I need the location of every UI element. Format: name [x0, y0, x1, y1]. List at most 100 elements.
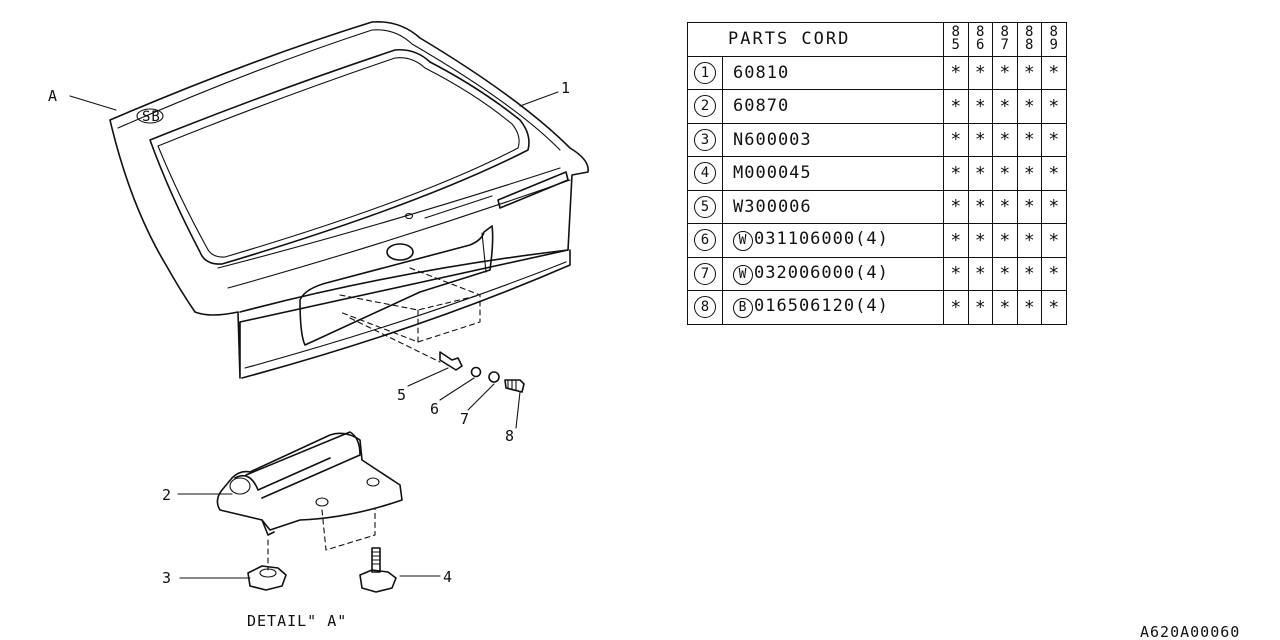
callout-6-label: 6 [430, 400, 440, 418]
part-code: 60870 [733, 96, 790, 117]
year-availability-mark: * [967, 290, 993, 325]
item-number: 6 [694, 229, 716, 252]
part-code-cell: N600003 [722, 122, 944, 157]
callout-4-label: 4 [443, 568, 453, 586]
year-availability-mark: * [943, 89, 969, 124]
year-availability-mark: * [1041, 156, 1067, 191]
fastener-stack [439, 351, 525, 393]
year-availability-mark: * [967, 122, 993, 157]
year-availability-mark: * [943, 256, 969, 291]
year-availability-mark: * [992, 122, 1018, 157]
year-availability-mark: * [967, 156, 993, 191]
callout-5-label: 5 [397, 386, 407, 404]
year-availability-mark: * [943, 189, 969, 224]
year-availability-mark: * [943, 55, 969, 90]
detail-caption: DETAIL" A" [247, 612, 347, 630]
callout-3-label: 3 [162, 569, 172, 587]
item-number-cell: 5 [687, 189, 723, 224]
callout-a-label: A [48, 87, 58, 105]
item-number: 5 [694, 195, 716, 218]
year-availability-mark: * [967, 256, 993, 291]
callout-7-label: 7 [460, 410, 470, 428]
year-availability-mark: * [943, 290, 969, 325]
year-availability-mark: * [992, 256, 1018, 291]
part-code: N600003 [733, 129, 812, 150]
table-header-title: PARTS CORD [687, 22, 944, 57]
part-code-cell: W300006 [722, 189, 944, 224]
year-availability-mark: * [943, 223, 969, 258]
year-availability-mark: * [1041, 89, 1067, 124]
year-availability-mark: * [943, 122, 969, 157]
item-number: 3 [694, 128, 716, 151]
year-availability-mark: * [967, 189, 993, 224]
year-availability-mark: * [992, 290, 1018, 325]
part-code-cell: 60870 [722, 89, 944, 124]
year-availability-mark: * [1041, 55, 1067, 90]
year-availability-mark: * [992, 55, 1018, 90]
item-number: 1 [694, 61, 716, 84]
rear-gate-panel: SB [109, 21, 589, 379]
year-availability-mark: * [1041, 256, 1067, 291]
item-number: 4 [694, 162, 716, 185]
part-code: 016506120(4) [754, 296, 889, 317]
year-availability-mark: * [1041, 189, 1067, 224]
year-availability-mark: * [943, 156, 969, 191]
part-code: 032006000(4) [754, 262, 889, 283]
part-code-cell: 60810 [722, 55, 944, 90]
year-availability-mark: * [992, 223, 1018, 258]
part-code: 031106000(4) [754, 229, 889, 250]
year-availability-mark: * [967, 223, 993, 258]
hinge-mount-dashed-outline [339, 267, 481, 363]
year-availability-mark: * [992, 156, 1018, 191]
year-availability-mark: * [1041, 223, 1067, 258]
drawing-id: A620A00060 [1140, 623, 1240, 640]
year-availability-mark: * [1041, 290, 1067, 325]
leader-lines [69, 91, 559, 579]
year-availability-mark: * [1016, 156, 1042, 191]
part-code: W300006 [733, 196, 812, 217]
callout-2-label: 2 [162, 486, 172, 504]
item-number-cell: 7 [687, 256, 723, 291]
item-number-cell: 8 [687, 290, 723, 325]
callout-1-label: 1 [561, 79, 571, 97]
part-prefix-badge: W [733, 264, 753, 285]
year-availability-mark: * [1016, 290, 1042, 325]
year-availability-mark: * [1016, 223, 1042, 258]
year-availability-mark: * [1016, 122, 1042, 157]
callout-8-label: 8 [505, 427, 515, 445]
year-availability-mark: * [992, 189, 1018, 224]
year-availability-mark: * [1016, 89, 1042, 124]
part-prefix-badge: B [733, 298, 753, 319]
year-availability-mark: * [992, 89, 1018, 124]
year-availability-mark: * [1016, 256, 1042, 291]
part-code-cell: M000045 [722, 156, 944, 191]
part-code: 60810 [733, 62, 790, 83]
item-number-cell: 3 [687, 122, 723, 157]
year-availability-mark: * [1041, 122, 1067, 157]
year-availability-mark: * [967, 89, 993, 124]
item-number-cell: 1 [687, 55, 723, 90]
year-availability-mark: * [1016, 55, 1042, 90]
hinge-detail-drawing [216, 431, 403, 593]
svg-text:SB: SB [142, 109, 161, 125]
item-number: 8 [694, 296, 716, 319]
part-prefix-badge: W [733, 231, 753, 252]
item-number: 7 [694, 262, 716, 285]
